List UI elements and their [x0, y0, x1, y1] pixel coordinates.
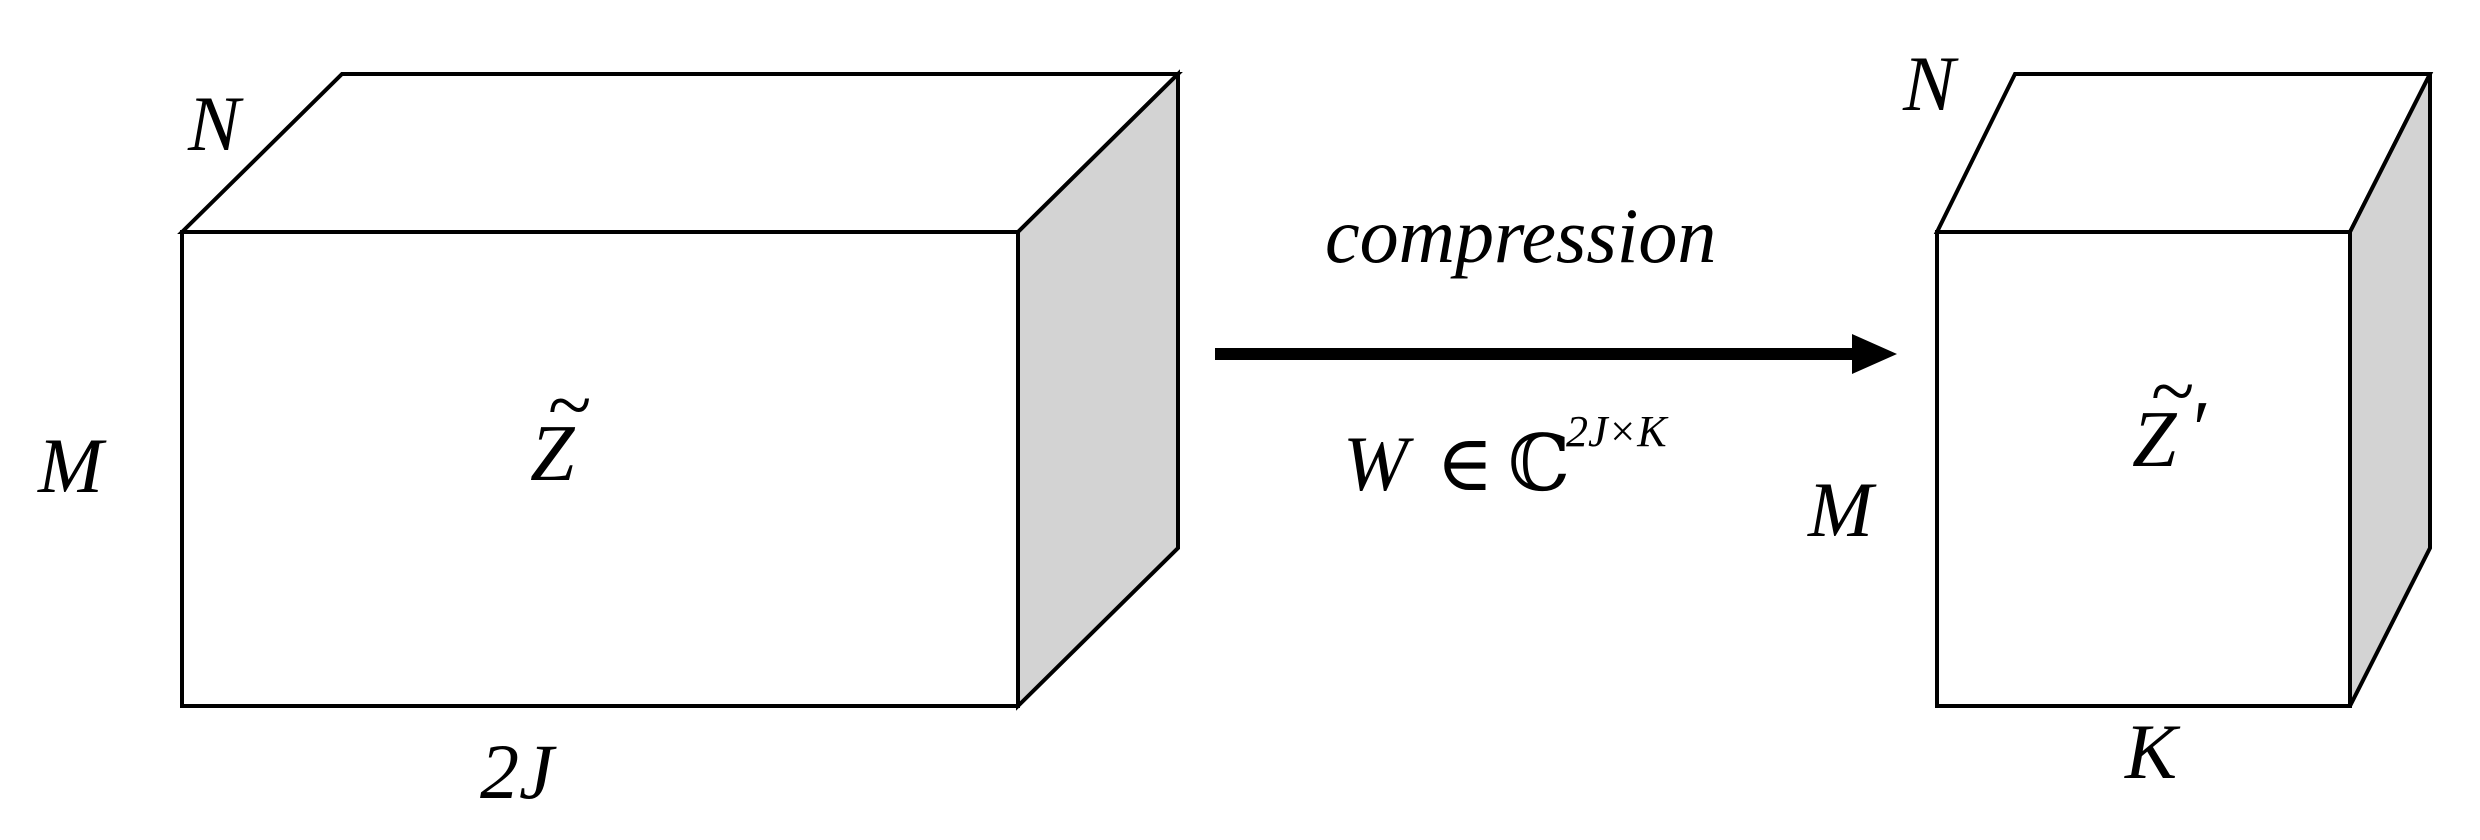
right-tensor-symbol: ~ Z ′ — [2132, 348, 2207, 484]
left-tensor-symbol: ~ Z — [530, 362, 590, 498]
right-tensor-accent: ~ — [2150, 348, 2193, 436]
right-block: N M K ~ Z ′ — [1807, 40, 2434, 795]
right-block-height-label: M — [1807, 466, 1877, 553]
set-exponent: 2J×K — [1566, 407, 1669, 456]
left-block-height-label: M — [37, 422, 107, 509]
left-tensor-accent: ~ — [547, 362, 590, 450]
left-tensor-base: Z — [530, 410, 576, 498]
right-block-width-label: K — [2124, 708, 2181, 795]
left-block-top-face — [177, 72, 1183, 234]
matrix-variable: W — [1343, 420, 1414, 507]
compression-arrow: compression W ∈ ℂ 2J×K — [1215, 192, 1897, 507]
right-block-front-face — [1935, 230, 2352, 708]
right-block-top-face — [1933, 72, 2434, 234]
arrow-bottom-label: W ∈ ℂ 2J×K — [1343, 407, 1669, 507]
right-block-depth-label: N — [1902, 40, 1959, 127]
complex-set-symbol: ℂ — [1508, 420, 1570, 507]
right-tensor-prime: ′ — [2188, 386, 2207, 474]
arrow-head — [1852, 334, 1897, 374]
element-of-symbol: ∈ — [1436, 420, 1494, 507]
right-tensor-base: Z — [2132, 396, 2178, 484]
left-block-depth-label: N — [187, 80, 244, 167]
left-block-front-face — [180, 230, 1020, 708]
left-block-width-label: 2J — [480, 728, 557, 815]
arrow-top-label: compression — [1325, 192, 1716, 279]
left-block: N M 2J ~ Z — [37, 69, 1183, 815]
